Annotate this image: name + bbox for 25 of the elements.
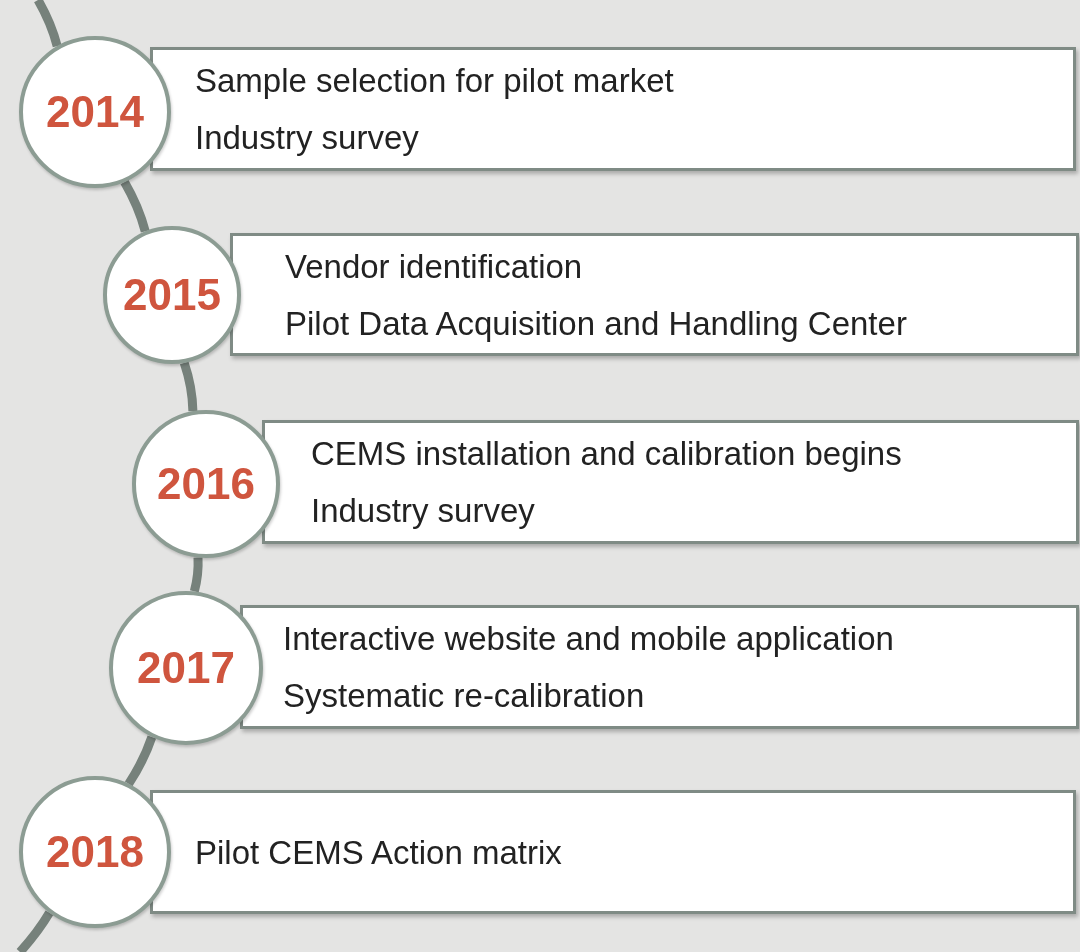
timeline-line [189, 557, 203, 593]
year-label: 2016 [157, 459, 255, 509]
milestone-text: CEMS installation and calibration begins [311, 434, 903, 474]
year-label: 2017 [137, 643, 235, 693]
milestone-box [240, 605, 1079, 729]
timeline-line [120, 179, 150, 233]
milestone-box [230, 233, 1079, 356]
milestone-box [150, 790, 1076, 914]
milestone-text: Systematic re-calibration [283, 676, 646, 716]
milestone-text: Industry survey [195, 118, 420, 158]
milestone-text: Vendor identification [285, 246, 584, 287]
timeline-line [16, 910, 54, 952]
milestone-text: Pilot Data Acquisition and Handling Center [285, 303, 908, 344]
timeline-line [34, 0, 62, 48]
timeline-line [124, 735, 157, 787]
year-label: 2014 [46, 87, 144, 137]
year-label: 2015 [123, 270, 221, 320]
milestone-text: Pilot CEMS Action matrix [195, 832, 563, 873]
milestone-text: Sample selection for pilot market [195, 61, 675, 101]
milestone-text: Interactive website and mobile application [283, 619, 895, 659]
timeline-line [179, 361, 198, 412]
milestone-box [262, 420, 1079, 544]
year-label: 2018 [46, 827, 144, 877]
milestone-box [150, 47, 1076, 171]
milestone-text: Industry survey [311, 491, 536, 531]
